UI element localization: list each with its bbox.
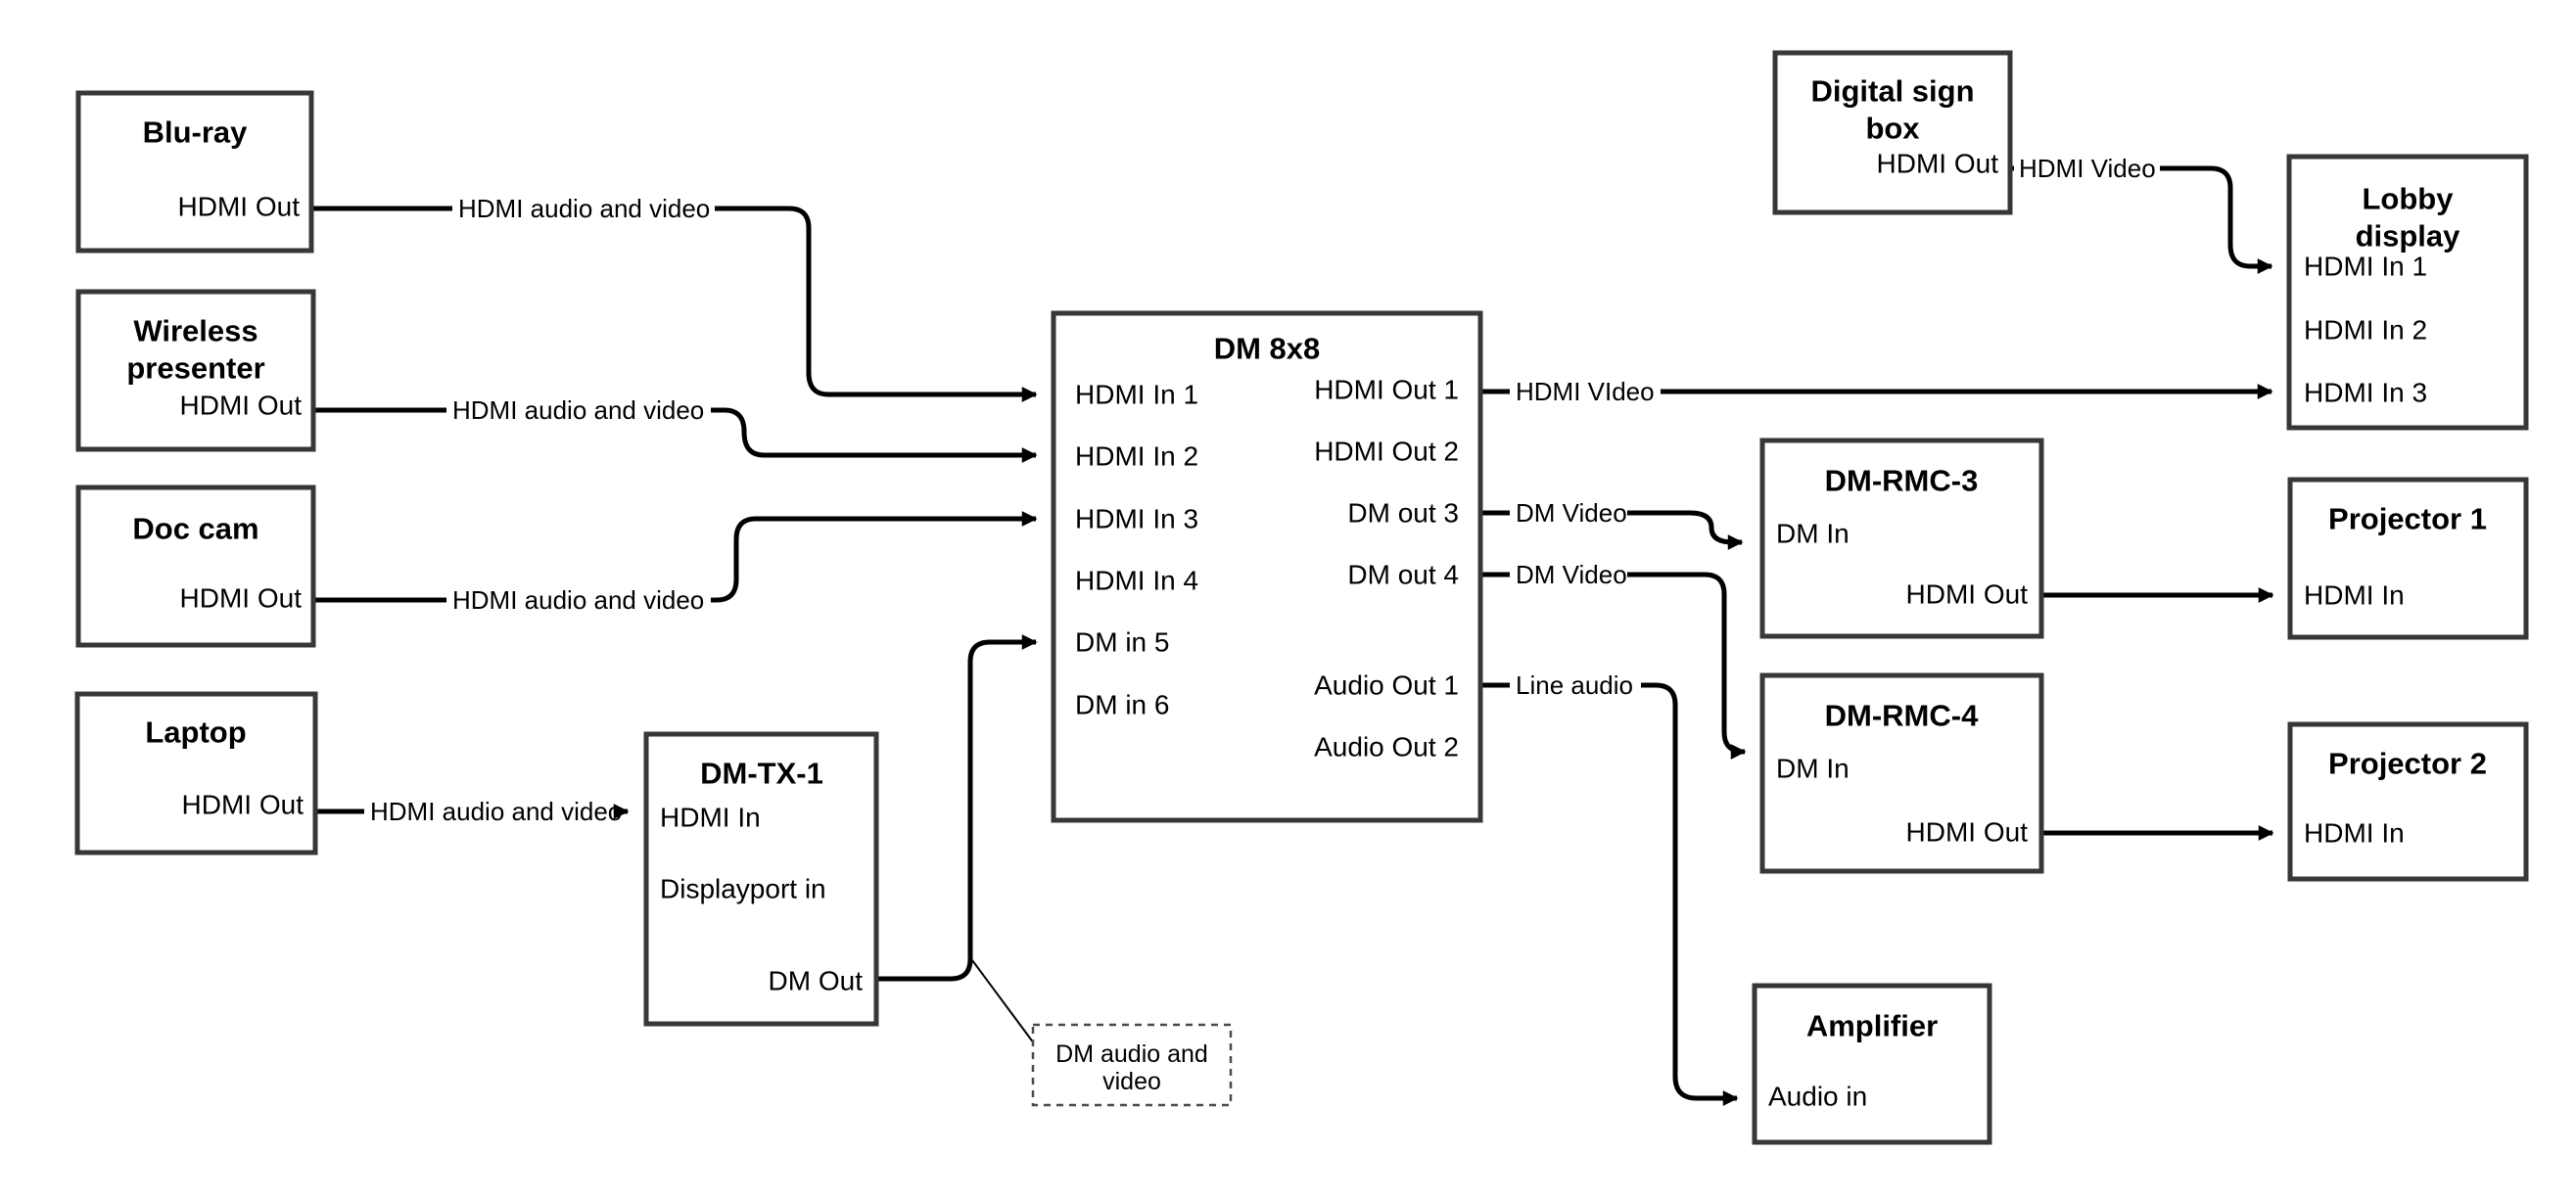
node-dm-8x8-port-hdmi-in-1: HDMI In 1 xyxy=(1075,380,1198,410)
node-dm-tx-1-port-displayport-in: Displayport in xyxy=(660,874,826,904)
annotation-text-line1: DM audio and xyxy=(1055,1040,1208,1068)
edge-label-wireless: HDMI audio and video xyxy=(452,395,704,425)
node-dm-rmc-4-port-hdmi-out: HDMI Out xyxy=(1906,817,2029,848)
node-lobby-display-title-line2: display xyxy=(2356,219,2461,254)
node-dm-8x8-box xyxy=(1051,310,1483,823)
annotation-callout-line xyxy=(971,959,1035,1044)
node-dm-8x8-port-hdmi-out-1: HDMI Out 1 xyxy=(1314,375,1459,405)
node-lobby-display-box xyxy=(2286,154,2529,431)
node-dm-8x8-port-hdmi-out-2: HDMI Out 2 xyxy=(1314,437,1459,467)
node-dm-8x8-port-dm-out-3: DM out 3 xyxy=(1347,498,1459,529)
node-dm-8x8-port-audio-out-1: Audio Out 1 xyxy=(1314,670,1459,701)
node-doc-cam-box xyxy=(75,485,316,648)
node-dm-tx-1-port-dm-out: DM Out xyxy=(769,966,864,996)
node-wireless-presenter-port-hdmi-out: HDMI Out xyxy=(180,391,303,421)
node-amplifier-title: Amplifier xyxy=(1806,1009,1938,1043)
node-dm-8x8-title: DM 8x8 xyxy=(1214,332,1321,366)
edge-audioout1-to-amplifier xyxy=(1641,682,1739,1106)
node-lobby-display-title-line1: Lobby xyxy=(2363,182,2455,216)
node-dm-rmc-4-port-dm-in: DM In xyxy=(1776,754,1850,784)
node-lobby-display-port-hdmi-in-2: HDMI In 2 xyxy=(2304,315,2427,346)
node-dm-8x8-port-dm-in-6: DM in 6 xyxy=(1075,690,1169,720)
node-dm-8x8-port-hdmi-in-3: HDMI In 3 xyxy=(1075,504,1198,534)
node-dm-rmc-4-box xyxy=(1759,672,2044,874)
node-lobby-display: Lobby display HDMI In 1 HDMI In 2 HDMI I… xyxy=(2286,154,2529,431)
node-bluray-port-hdmi-out: HDMI Out xyxy=(178,192,301,222)
node-doc-cam-port-hdmi-out: HDMI Out xyxy=(180,583,303,614)
annotation-text-line2: video xyxy=(1102,1068,1161,1095)
node-dm-tx-1-box xyxy=(643,731,879,1027)
edges: HDMI audio and video HDMI audio and vide… xyxy=(311,154,2274,1106)
node-laptop-title: Laptop xyxy=(145,716,246,750)
node-dm-tx-1: DM-TX-1 HDMI In Displayport in DM Out xyxy=(643,731,879,1027)
node-doc-cam: Doc cam HDMI Out xyxy=(75,485,316,648)
edge-digisign-to-lobby xyxy=(2160,165,2273,274)
node-projector-1: Projector 1 HDMI In xyxy=(2287,477,2529,640)
edge-label-audioout1: Line audio xyxy=(1516,670,1633,700)
node-dm-rmc-4: DM-RMC-4 DM In HDMI Out xyxy=(1759,672,2044,874)
edge-doccam-to-dm8x8 xyxy=(711,511,1038,603)
node-bluray-box xyxy=(75,90,314,254)
node-wireless-presenter-title-line2: presenter xyxy=(126,351,264,386)
node-laptop-port-hdmi-out: HDMI Out xyxy=(182,790,304,820)
edge-label-laptop: HDMI audio and video xyxy=(370,797,622,826)
node-dm-8x8-port-dm-out-4: DM out 4 xyxy=(1347,560,1459,590)
node-doc-cam-title: Doc cam xyxy=(132,512,258,546)
node-dm-tx-1-title: DM-TX-1 xyxy=(700,757,823,791)
edge-dmout3-to-rmc3 xyxy=(1627,510,1744,550)
edge-label-digisign: HDMI Video xyxy=(2019,154,2156,183)
edge-dmout4-to-rmc4 xyxy=(1627,572,1747,760)
node-dm-8x8-port-dm-in-5: DM in 5 xyxy=(1075,627,1169,658)
edge-label-bluray: HDMI audio and video xyxy=(458,194,710,223)
node-dm-rmc-3: DM-RMC-3 DM In HDMI Out xyxy=(1759,438,2044,639)
node-laptop: Laptop HDMI Out xyxy=(74,691,318,855)
node-projector-1-title: Projector 1 xyxy=(2328,502,2487,536)
edge-label-hdmiout1: HDMI VIdeo xyxy=(1516,377,1655,406)
edge-wireless-to-dm8x8 xyxy=(711,407,1038,463)
edge-label-dmout4: DM Video xyxy=(1516,560,1627,589)
node-digital-sign-box-title-line1: Digital sign xyxy=(1810,74,1974,109)
node-projector-1-box xyxy=(2287,477,2529,640)
node-amplifier-box xyxy=(1752,983,1992,1145)
node-projector-2: Projector 2 HDMI In xyxy=(2287,721,2529,882)
node-wireless-presenter-title-line1: Wireless xyxy=(133,314,258,348)
node-bluray: Blu-ray HDMI Out xyxy=(75,90,314,254)
node-dm-8x8-port-hdmi-in-2: HDMI In 2 xyxy=(1075,441,1198,472)
edge-label-dmout3: DM Video xyxy=(1516,498,1627,528)
node-dm-rmc-3-port-dm-in: DM In xyxy=(1776,519,1850,549)
node-laptop-box xyxy=(74,691,318,855)
node-dm-rmc-3-title: DM-RMC-3 xyxy=(1825,464,1979,498)
annotation-box xyxy=(1031,1023,1233,1107)
edge-bluray-to-dm8x8 xyxy=(715,206,1038,402)
node-lobby-display-port-hdmi-in-3: HDMI In 3 xyxy=(2304,378,2427,408)
node-digital-sign-box-port-hdmi-out: HDMI Out xyxy=(1877,149,1999,179)
node-dm-8x8-port-audio-out-2: Audio Out 2 xyxy=(1314,732,1459,762)
node-dm-rmc-3-port-hdmi-out: HDMI Out xyxy=(1906,579,2029,610)
node-dm-rmc-4-title: DM-RMC-4 xyxy=(1825,699,1979,733)
node-projector-2-box xyxy=(2287,721,2529,882)
annotation-dm-audio-video: DM audio and video xyxy=(1031,1023,1233,1107)
edge-label-doccam: HDMI audio and video xyxy=(452,585,704,615)
node-dm-8x8: DM 8x8 HDMI In 1 HDMI In 2 HDMI In 3 HDM… xyxy=(1051,310,1483,823)
node-dm-rmc-3-box xyxy=(1759,438,2044,639)
node-digital-sign-box: Digital sign box HDMI Out xyxy=(1772,50,2013,215)
node-digital-sign-box-box xyxy=(1772,50,2013,215)
node-projector-2-port-hdmi-in: HDMI In xyxy=(2304,818,2405,849)
node-dm-tx-1-port-hdmi-in: HDMI In xyxy=(660,803,761,833)
node-amplifier-port-audio-in: Audio in xyxy=(1768,1082,1867,1112)
node-digital-sign-box-title-line2: box xyxy=(1865,112,1920,146)
node-projector-1-port-hdmi-in: HDMI In xyxy=(2304,580,2405,611)
node-projector-2-title: Projector 2 xyxy=(2328,747,2487,781)
node-wireless-presenter: Wireless presenter HDMI Out xyxy=(75,289,316,452)
node-lobby-display-port-hdmi-in-1: HDMI In 1 xyxy=(2304,252,2427,282)
node-amplifier: Amplifier Audio in xyxy=(1752,983,1992,1145)
node-bluray-title: Blu-ray xyxy=(143,115,249,150)
edge-dmtx1-to-dm8x8 xyxy=(876,634,1038,982)
node-wireless-presenter-box xyxy=(75,289,316,452)
node-dm-8x8-port-hdmi-in-4: HDMI In 4 xyxy=(1075,566,1198,596)
